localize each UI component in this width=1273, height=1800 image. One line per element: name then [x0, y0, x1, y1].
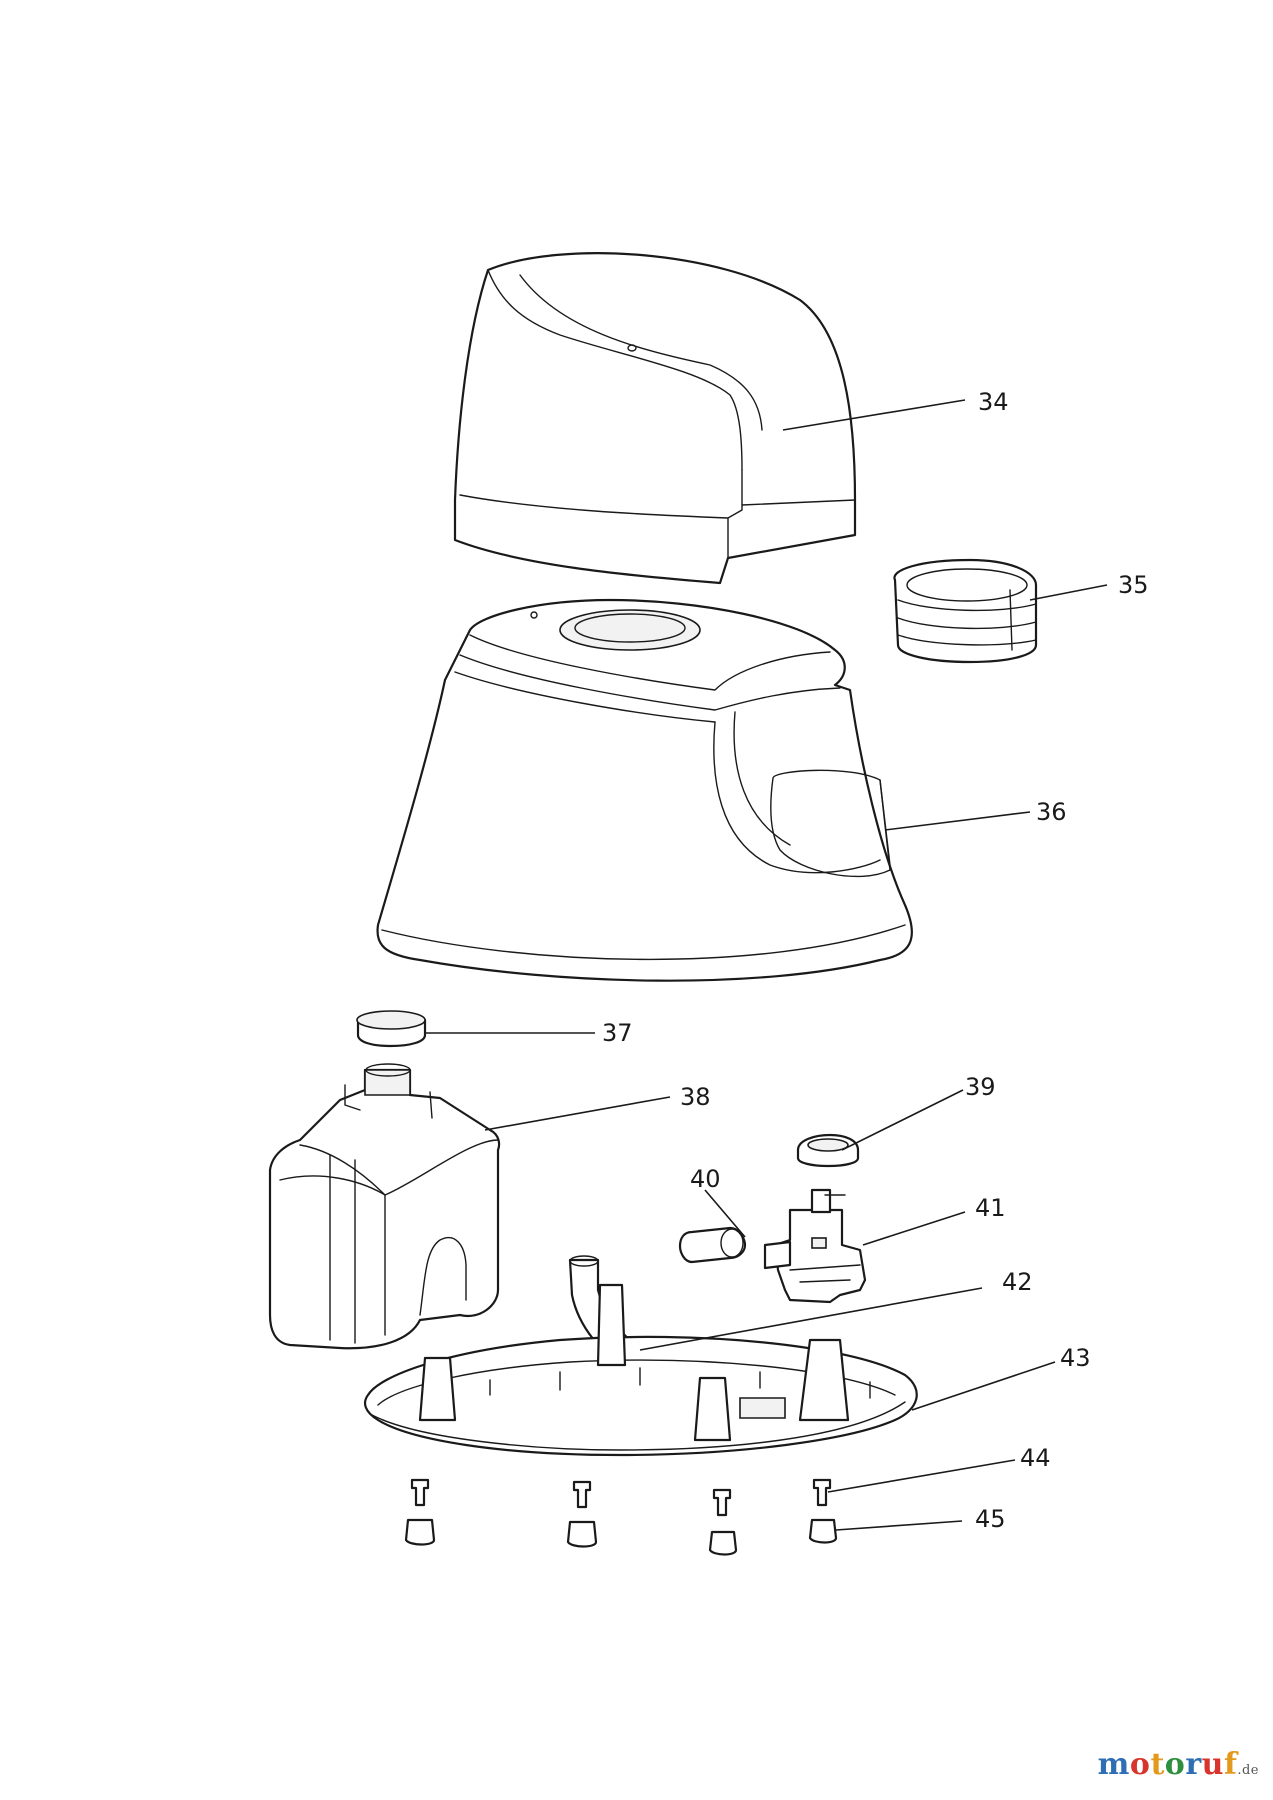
callout-43: 43 — [1060, 1344, 1091, 1372]
part-38-water-tank — [268, 1063, 501, 1350]
part-34-top-cover — [453, 252, 857, 585]
callout-41: 41 — [975, 1194, 1006, 1222]
part-41-pump — [763, 1188, 867, 1304]
watermark-letter-o1: o — [1129, 1747, 1151, 1782]
callout-40: 40 — [690, 1165, 721, 1193]
part-43-base-plate — [364, 1283, 918, 1457]
part-40-tube-sleeve — [678, 1226, 747, 1264]
callout-42: 42 — [1002, 1268, 1033, 1296]
watermark-letter-m: m — [1097, 1747, 1130, 1782]
part-35-filter-ring — [893, 558, 1038, 664]
watermark-letter-r: r — [1185, 1747, 1202, 1782]
leader-lines — [425, 399, 1108, 1531]
watermark-letter-f: f — [1223, 1747, 1238, 1782]
motoruf-watermark-logo: motoruf.de — [1098, 1747, 1259, 1782]
callout-37: 37 — [602, 1019, 633, 1047]
part-37-cap-seal — [356, 1010, 427, 1048]
callout-34: 34 — [978, 388, 1009, 416]
callout-35: 35 — [1118, 571, 1149, 599]
callout-36: 36 — [1036, 798, 1067, 826]
watermark-suffix: .de — [1237, 1763, 1259, 1778]
part-44-screws — [410, 1478, 832, 1517]
part-36-main-housing — [376, 598, 913, 982]
watermark-letter-u: u — [1201, 1747, 1224, 1782]
callout-39: 39 — [965, 1073, 996, 1101]
watermark-letter-o2: o — [1164, 1747, 1186, 1782]
callout-labels: 34 35 36 37 38 39 40 41 42 43 44 45 — [602, 388, 1149, 1533]
part-39-rubber-cap — [796, 1133, 860, 1168]
part-45-feet — [404, 1518, 838, 1556]
callout-38: 38 — [680, 1083, 711, 1111]
callout-45: 45 — [975, 1505, 1006, 1533]
watermark-letter-t: t — [1150, 1747, 1165, 1782]
callout-44: 44 — [1020, 1444, 1051, 1472]
